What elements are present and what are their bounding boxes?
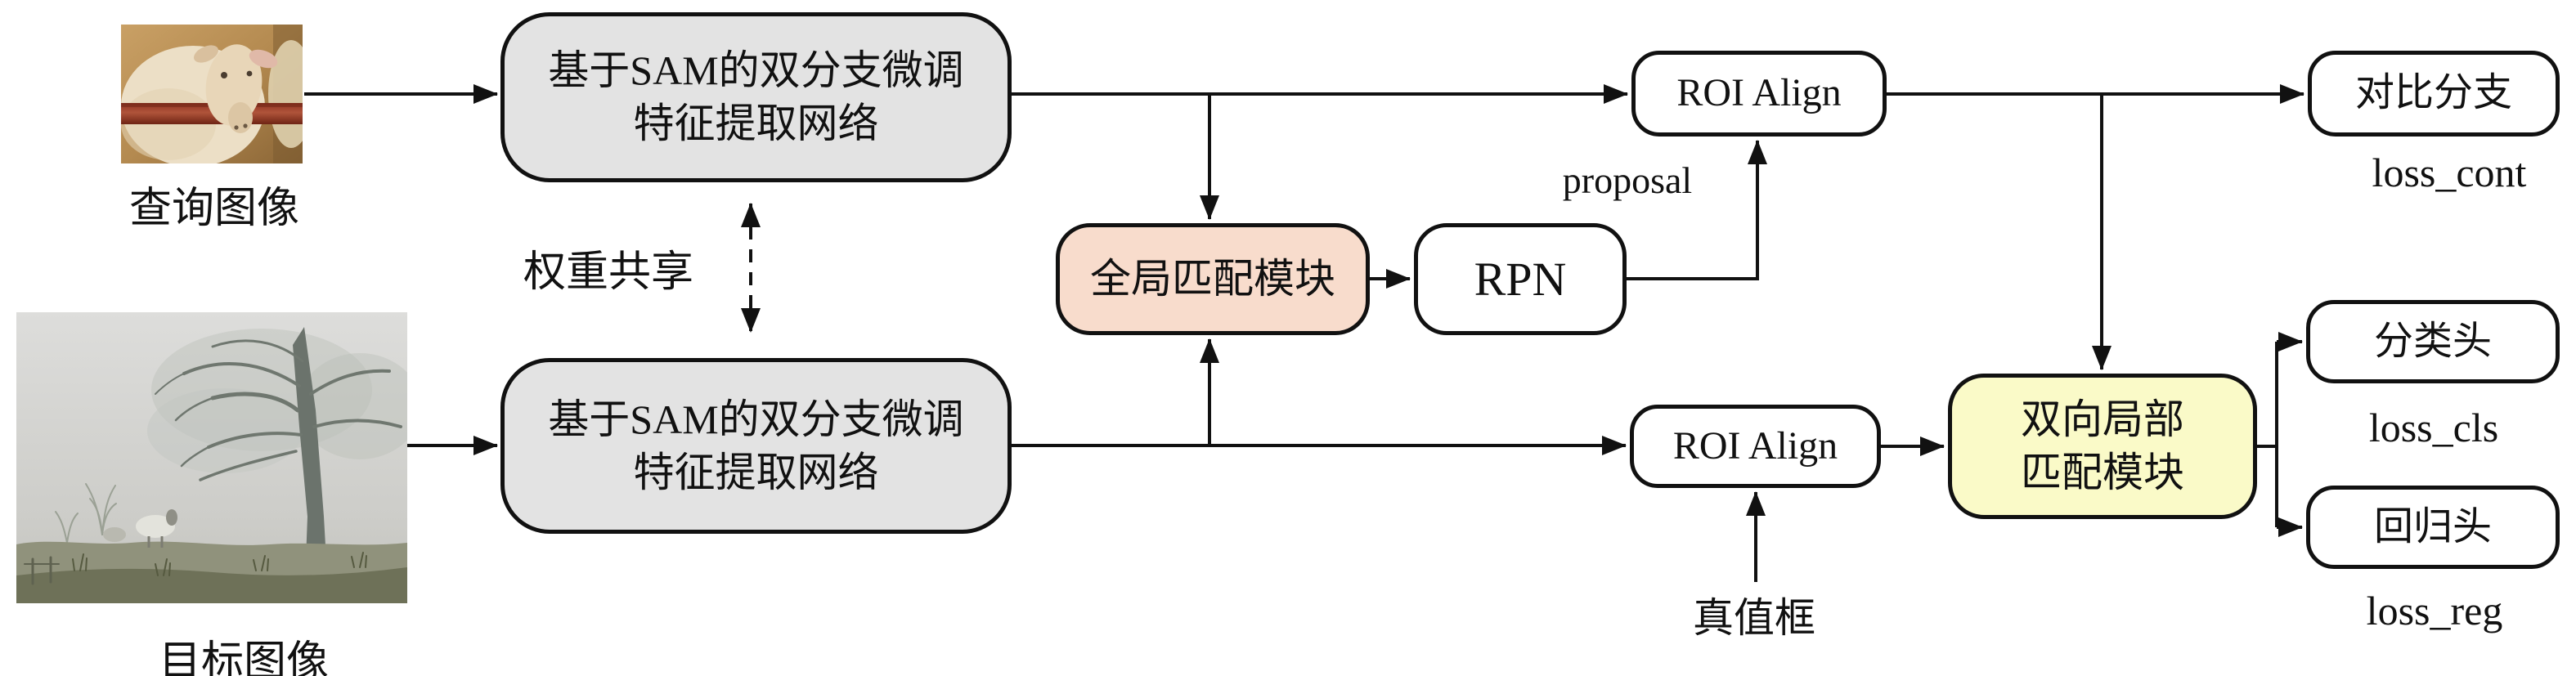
backbone-top-line1: 基于SAM的双分支微调 (548, 47, 964, 93)
proposal-label: proposal (1562, 159, 1693, 201)
roi-align-top-label: ROI Align (1676, 71, 1842, 115)
weight-share-label: 权重共享 (523, 249, 693, 296)
bilocal-match-box: 双向局部 匹配模块 (1948, 374, 2257, 519)
loss-cont-label: loss_cont (2372, 150, 2527, 195)
backbone-top-box: 基于SAM的双分支微调 特征提取网络 (500, 12, 1012, 182)
reg-head-box: 回归头 (2306, 486, 2560, 569)
backbone-bottom-line2: 特征提取网络 (633, 449, 879, 495)
contrast-branch-label: 对比分支 (2354, 71, 2512, 115)
target-image-label: 目标图像 (158, 639, 329, 676)
cls-head-box: 分类头 (2306, 300, 2560, 383)
roi-align-bottom-label: ROI Align (1672, 423, 1838, 468)
rpn-box: RPN (1414, 223, 1627, 335)
bilocal-match-line2: 匹配模块 (2021, 450, 2184, 495)
arrow-rpn-to-roi-top (1627, 140, 1767, 280)
roi-align-bottom-box: ROI Align (1630, 405, 1881, 488)
global-match-label: 全局匹配模块 (1090, 256, 1335, 302)
cls-head-label: 分类头 (2373, 319, 2492, 363)
roi-align-top-box: ROI Align (1631, 51, 1887, 137)
bilocal-match-line1: 双向局部 (2021, 396, 2184, 442)
contrast-branch-box: 对比分支 (2308, 51, 2560, 137)
global-match-box: 全局匹配模块 (1056, 223, 1370, 335)
target-image-photo (16, 312, 407, 603)
loss-reg-label: loss_reg (2366, 588, 2503, 633)
loss-cls-label: loss_cls (2368, 405, 2499, 450)
reg-head-label: 回归头 (2373, 504, 2492, 548)
backbone-bottom-line1: 基于SAM的双分支微调 (548, 396, 964, 442)
backbone-top-line2: 特征提取网络 (633, 101, 879, 146)
rpn-label: RPN (1474, 252, 1567, 306)
query-image-label: 查询图像 (128, 186, 299, 232)
backbone-bottom-box: 基于SAM的双分支微调 特征提取网络 (500, 358, 1012, 534)
gt-box-label: 真值框 (1693, 595, 1815, 641)
query-image-photo (121, 25, 303, 163)
